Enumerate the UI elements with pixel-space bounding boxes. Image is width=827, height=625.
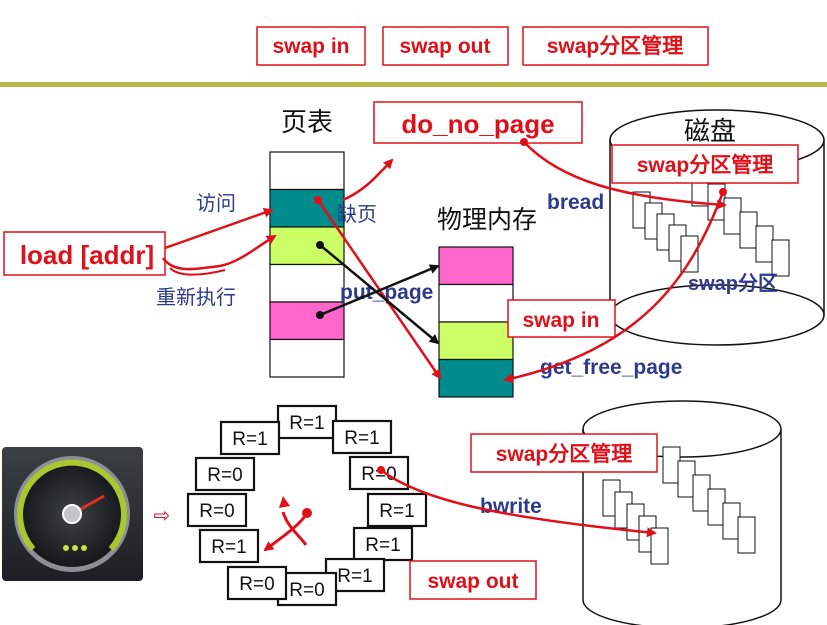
disk-title: 磁盘 (684, 117, 736, 147)
pink-map-arrow (319, 264, 440, 317)
disk-block (680, 235, 699, 273)
memory-frame (438, 246, 514, 286)
clock-slot: R=1 (219, 420, 281, 456)
top-swap-out-button[interactable]: swap out (382, 26, 509, 66)
disk-block (662, 446, 681, 484)
clock-slot-label: R=1 (337, 566, 372, 587)
top-swap-out-label: swap out (399, 35, 490, 58)
top-swap-mgmt-button[interactable]: swap分区管理 (522, 26, 709, 66)
bread-label: bread (547, 191, 604, 214)
clock-slot-label: R=0 (361, 464, 396, 485)
bwrite-arrow (380, 469, 657, 538)
memory-frame (438, 358, 514, 398)
clock-slot: R=0 (348, 455, 410, 491)
clock-slot-label: R=0 (207, 465, 242, 486)
page-table-entry (269, 338, 345, 378)
page-map-arrow (316, 199, 442, 380)
page-table (269, 151, 345, 378)
fault-arrow (342, 158, 394, 202)
clock-slot: R=1 (276, 404, 338, 440)
memory-frame (438, 283, 514, 323)
speedometer-icon (2, 447, 143, 581)
clock-slot: R=1 (331, 419, 393, 455)
swap-in-arrow (503, 191, 725, 384)
physical-memory (438, 246, 514, 398)
clock-slot-label: R=0 (289, 580, 324, 601)
clock-slot-label: R=1 (289, 413, 324, 434)
swap-in-label: swap in (522, 309, 599, 332)
clock-rotate-arc (281, 511, 308, 546)
page-table-entry (269, 226, 345, 266)
clock-slot-label: R=1 (344, 428, 379, 449)
swap-out-label: swap out (427, 570, 518, 593)
bread-arrow (523, 141, 727, 210)
load-addr-label: load [addr] (20, 240, 154, 270)
reexec-arrow-tail (169, 267, 226, 276)
page-table-title: 页表 (281, 108, 333, 138)
top-swap-in-label: swap in (272, 35, 349, 58)
swap-out-box: swap out (409, 560, 537, 600)
swap-area-label: swap分区 (688, 272, 778, 295)
disk-block (771, 239, 790, 277)
clock-slot: R=1 (198, 528, 260, 564)
load-addr-box: load [addr] (3, 231, 166, 276)
visit-label: 访问 (196, 191, 236, 215)
clock-ring: R=1R=1R=0R=1R=1R=1R=0R=0R=1R=0R=0R=1 (186, 404, 428, 607)
top-disk-mgmt-label: swap分区管理 (637, 153, 774, 177)
disk-block (677, 460, 696, 498)
clock-slot: R=1 (366, 492, 428, 528)
top-swap-in-button[interactable]: swap in (256, 26, 366, 66)
clock-slot-label: R=0 (239, 574, 274, 595)
disk-block (723, 197, 742, 235)
top-arrows (161, 138, 727, 384)
disk-block (692, 474, 711, 512)
top-swap-mgmt-label: swap分区管理 (547, 34, 684, 58)
clock-slot: R=0 (186, 492, 248, 528)
top-disk-blocks (632, 169, 790, 277)
memory-frame (438, 321, 514, 361)
do-no-page-label: do_no_page (401, 109, 554, 139)
get-free-page-label: get_free_page (540, 356, 682, 379)
clock-slot-label: R=1 (379, 501, 414, 522)
clock-hand (263, 496, 312, 552)
bottom-disk-mgmt-box: swap分区管理 (470, 433, 658, 473)
lime-map-arrow (319, 244, 440, 345)
bottom-disk-mgmt-label: swap分区管理 (496, 442, 633, 466)
swap-in-box: swap in (507, 299, 616, 338)
clock-slot: R=0 (194, 456, 256, 492)
clock-slot-label: R=1 (232, 429, 267, 450)
clock-slot-label: R=0 (199, 501, 234, 522)
disk-block (737, 516, 756, 554)
reexec-arrow (161, 234, 277, 271)
clock-slot: R=0 (226, 565, 288, 601)
disk-block (707, 488, 726, 526)
hollow-arrow-icon: ⇨ (154, 503, 171, 527)
clock-slot: R=1 (352, 526, 414, 562)
page-table-entry (269, 263, 345, 303)
page-table-entry (269, 151, 345, 191)
header-divider (0, 82, 827, 87)
fault-label: 缺页 (337, 202, 377, 226)
disk-block (739, 211, 758, 249)
page-table-entry (269, 301, 345, 341)
clock-slot-label: R=1 (211, 537, 246, 558)
disk-block (755, 225, 774, 263)
clock-slot-label: R=1 (365, 535, 400, 556)
reexec-label: 重新执行 (156, 285, 236, 309)
disk-block (722, 502, 741, 540)
visit-arrow (164, 207, 274, 250)
phys-mem-title: 物理内存 (437, 205, 537, 234)
clock-slot: R=0 (276, 571, 338, 607)
top-disk-mgmt-box: swap分区管理 (611, 144, 799, 184)
do-no-page-box: do_no_page (373, 101, 583, 144)
